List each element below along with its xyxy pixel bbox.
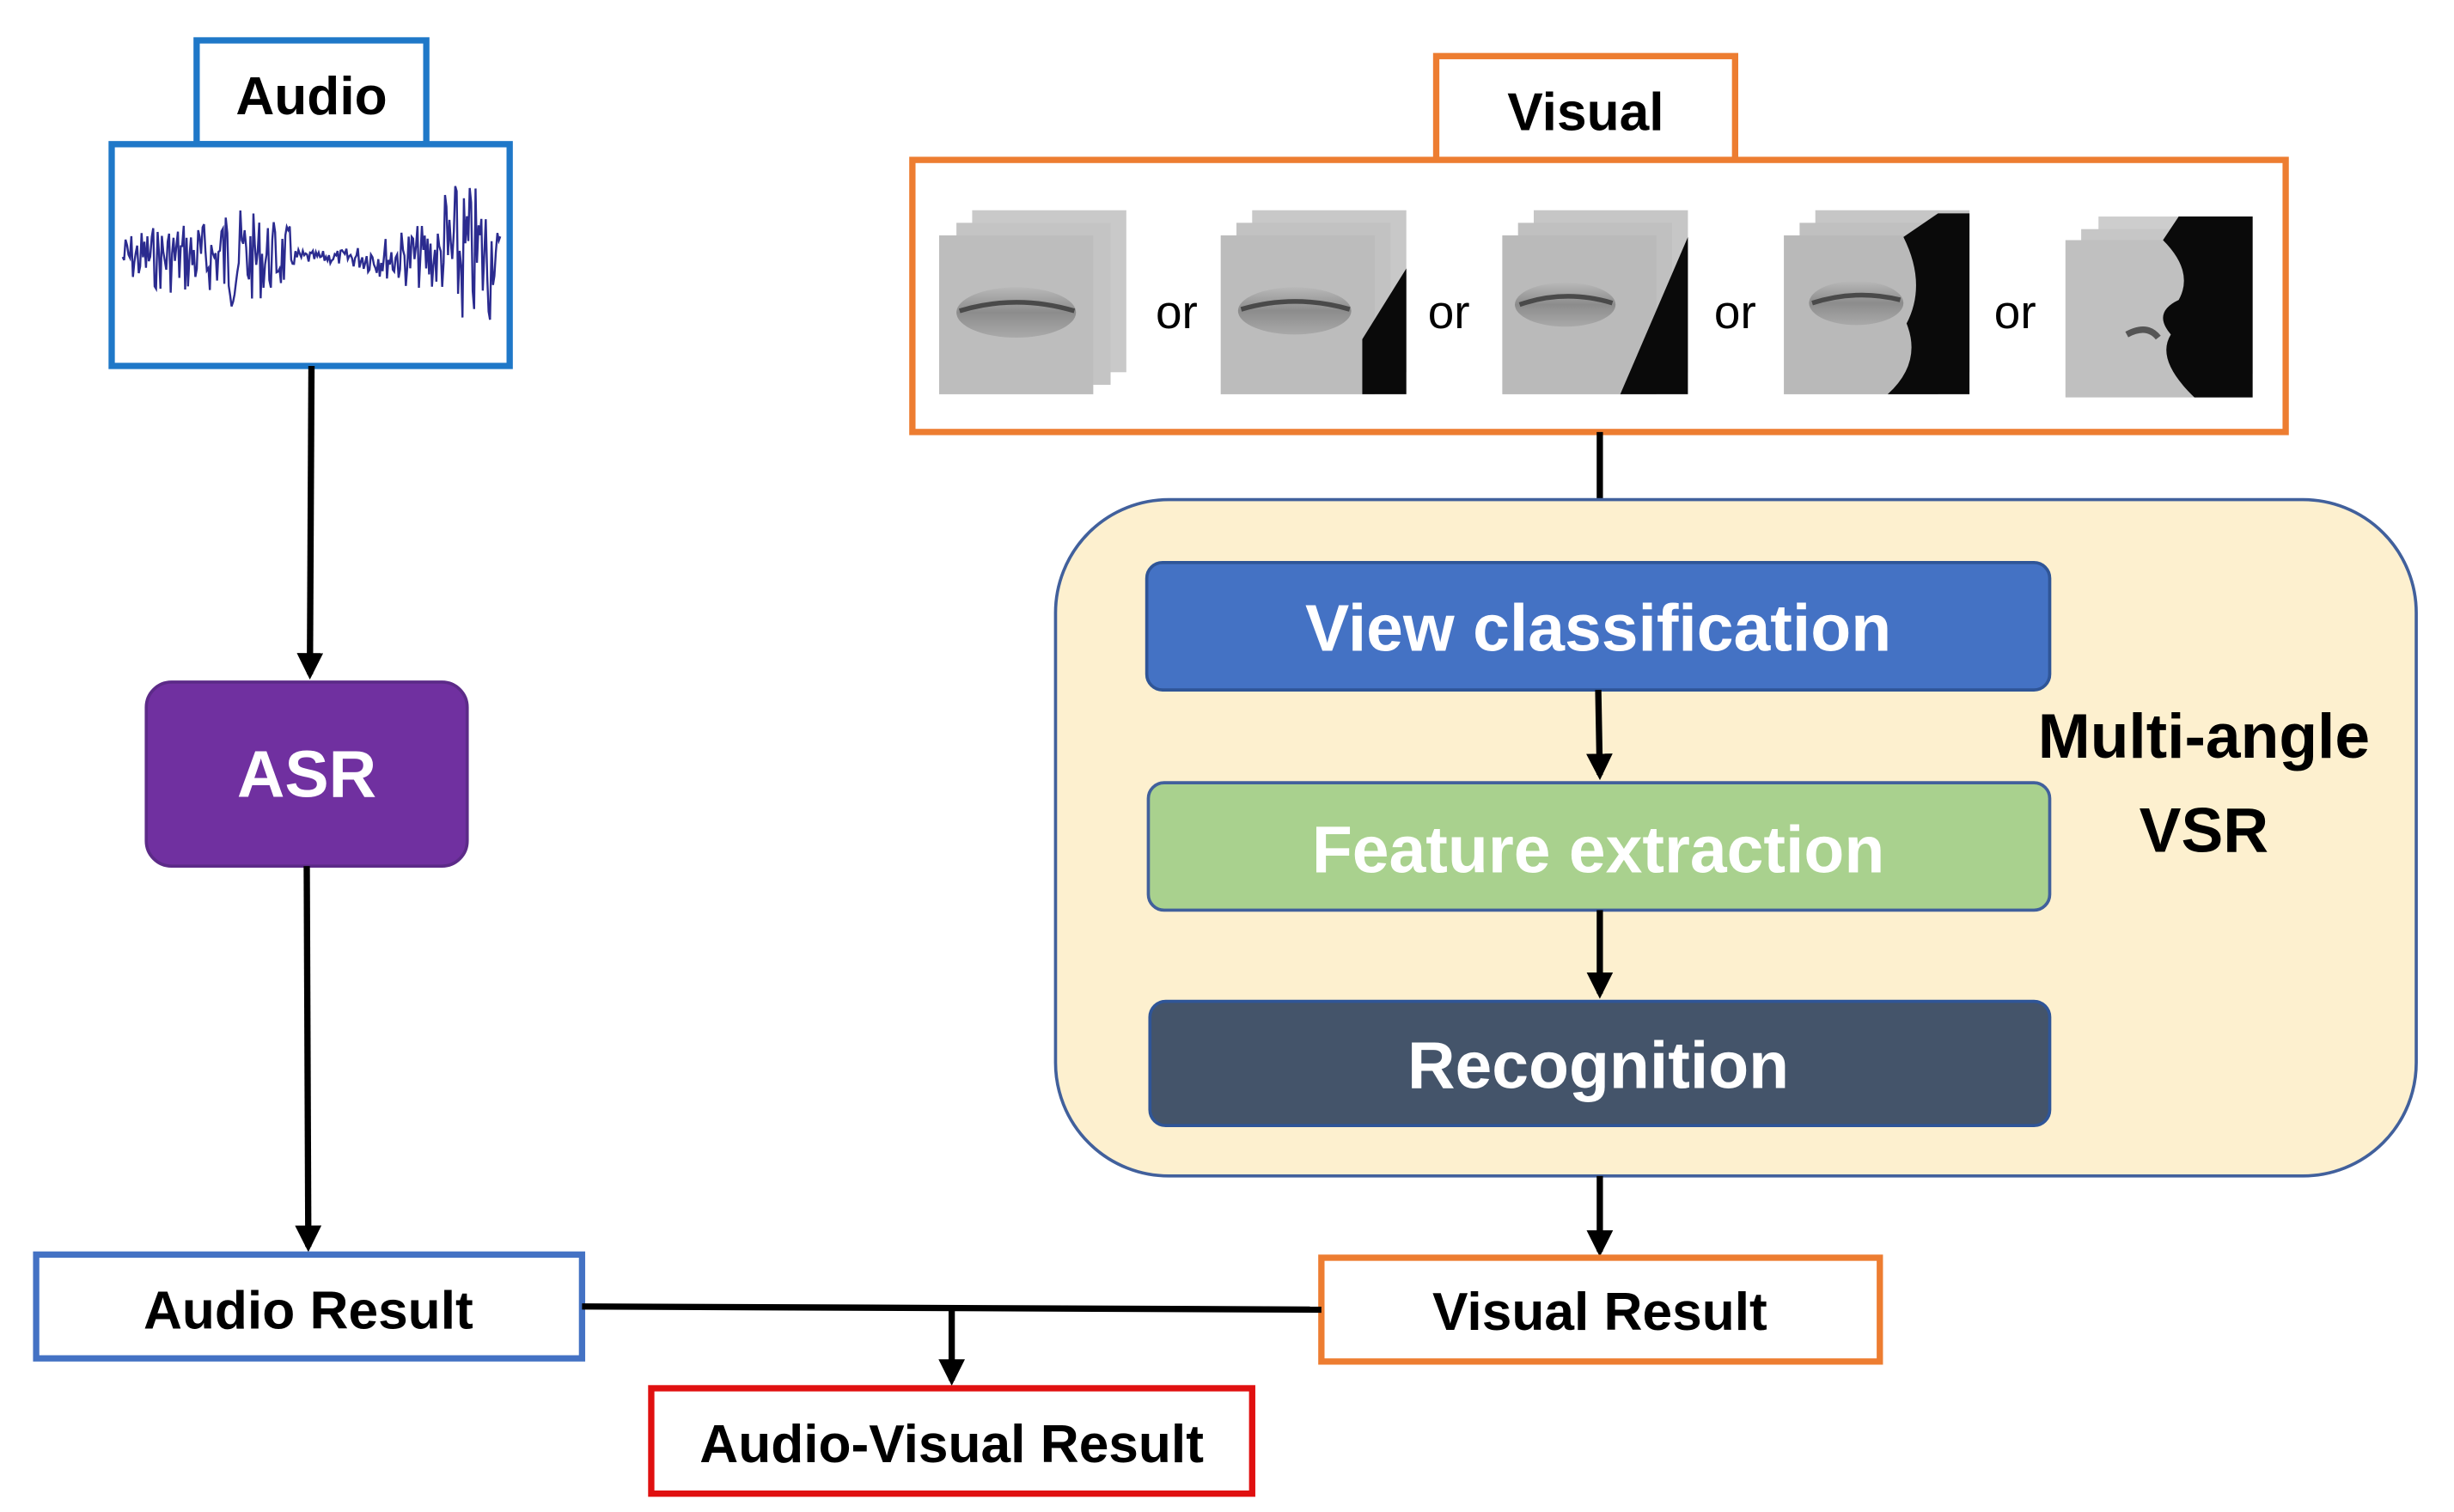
asr-label: ASR — [237, 738, 376, 812]
visual-tab: Visual — [1432, 52, 1738, 163]
visual-result-box: Visual Result — [1318, 1254, 1883, 1365]
vsr-title-line1: Multi-angle — [2038, 701, 2370, 771]
view-classification-label: View classification — [1305, 591, 1891, 665]
view-to-feature-arrow — [1586, 690, 1613, 781]
lip-frames-30deg — [1220, 210, 1407, 394]
recognition-box: Recognition — [1148, 999, 2052, 1128]
multi-angle-vsr-panel: Multi-angle VSR View classification Feat… — [1053, 497, 2418, 1178]
audio-waveform-box — [108, 141, 513, 369]
feature-extraction-label: Feature extraction — [1312, 813, 1884, 887]
audio-result-label: Audio Result — [143, 1281, 473, 1340]
audio-tab: Audio — [193, 37, 430, 148]
visual-frames-box: or or or or — [909, 156, 2289, 436]
lip-frames-60deg — [1784, 210, 1970, 394]
view-classification-box: View classification — [1145, 560, 2052, 692]
visual-result-label: Visual Result — [1432, 1283, 1767, 1342]
lip-frames-45deg — [1502, 210, 1688, 394]
lip-frames-frontal — [938, 210, 1126, 394]
audio-label: Audio — [235, 67, 387, 126]
asr-to-audio-result-arrow — [295, 866, 322, 1253]
vsr-title-line2: VSR — [2140, 796, 2269, 866]
feature-extraction-box: Feature extraction — [1146, 781, 2052, 912]
visual-label: Visual — [1507, 82, 1663, 142]
or-separator-3: or — [1714, 285, 1756, 338]
or-separator-2: or — [1428, 285, 1470, 338]
asr-box: ASR — [144, 680, 469, 868]
audio-result-box: Audio Result — [33, 1251, 586, 1362]
audio-visual-result-box: Audio-Visual Result — [648, 1385, 1255, 1497]
or-separator-1: or — [1156, 285, 1198, 338]
waveform-icon — [121, 186, 502, 320]
audio-visual-result-label: Audio-Visual Result — [699, 1415, 1204, 1474]
recognition-label: Recognition — [1407, 1028, 1789, 1102]
or-separator-4: or — [1994, 285, 2036, 338]
audio-to-asr-arrow — [296, 365, 324, 680]
lip-frames-profile — [2065, 216, 2253, 398]
